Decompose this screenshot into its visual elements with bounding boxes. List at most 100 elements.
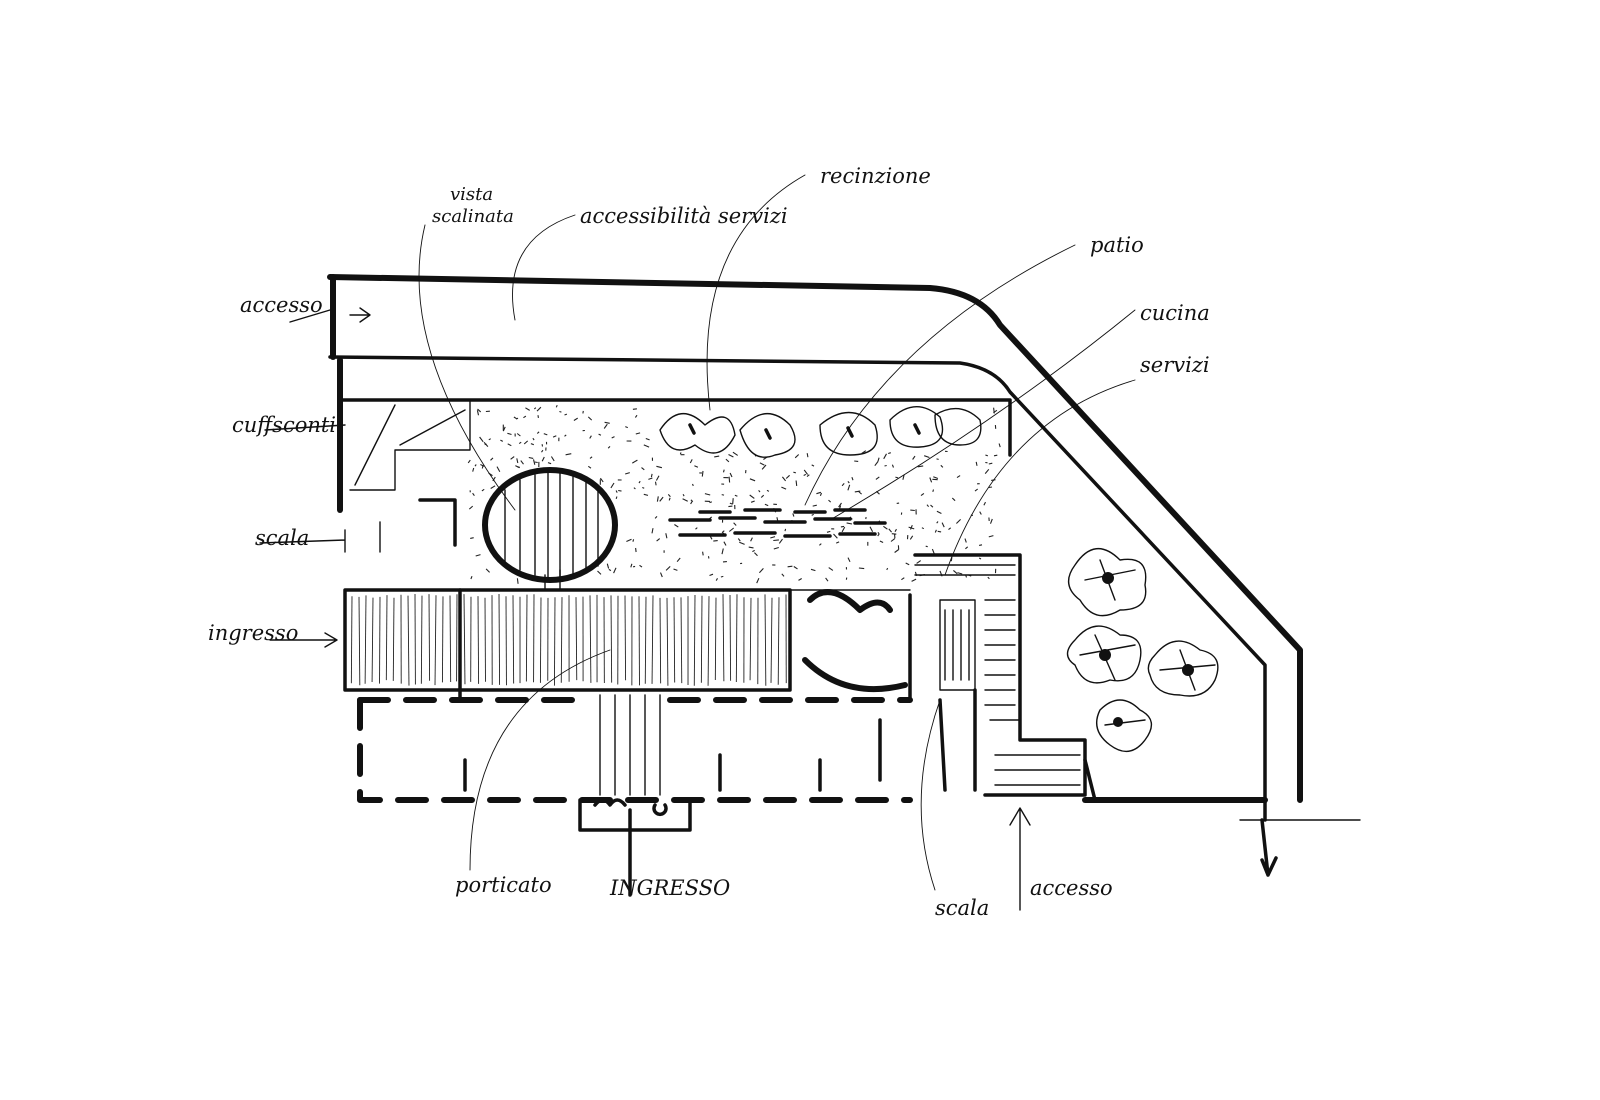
gravel-dash: [573, 417, 578, 421]
gravel-dash: [598, 433, 602, 436]
gravel-dash: [690, 501, 693, 505]
gravel-dash: [993, 454, 998, 457]
gravel-dash: [701, 470, 704, 477]
gravel-dash: [733, 522, 737, 526]
gravel-dash: [523, 440, 529, 445]
gravel-dash: [516, 458, 519, 464]
dashed-building-outline: [357, 697, 913, 803]
gravel-dash: [490, 485, 496, 489]
porticato-hatch-line: [407, 595, 410, 686]
right-wing: [802, 553, 1268, 803]
gravel-dash: [632, 459, 638, 464]
gravel-dash: [541, 449, 544, 453]
gravel-dash: [895, 476, 899, 479]
gravel-dash: [811, 464, 815, 467]
gravel-dash: [750, 500, 755, 503]
gravel-dash: [643, 493, 649, 496]
gravel-dash: [985, 454, 988, 457]
gravel-dash: [884, 464, 887, 467]
gravel-dash: [606, 563, 610, 569]
label-cuffsconti: cuffsconti: [232, 413, 336, 437]
gravel-dash: [987, 576, 990, 580]
gravel-dash: [643, 444, 650, 448]
gravel-dash: [518, 441, 522, 445]
gravel-dash: [764, 503, 769, 507]
gravel-dash: [989, 518, 993, 524]
gravel-dash: [957, 572, 963, 575]
gravel-dash: [667, 494, 671, 498]
porticato-hatch-line: [680, 597, 683, 684]
gravel-dash: [787, 565, 793, 568]
gravel-dash: [587, 465, 592, 469]
porticato-hatch-line: [385, 595, 388, 681]
gravel-dash: [536, 406, 542, 412]
gravel-dash: [589, 435, 592, 439]
porticato-hatch-line: [498, 593, 501, 685]
gravel-dash: [655, 475, 660, 481]
gravel-dash: [925, 545, 928, 548]
gravel-dash: [854, 490, 861, 493]
gravel-dash: [475, 554, 481, 557]
gravel-dash: [752, 549, 755, 553]
gravel-dash: [794, 454, 800, 459]
label-scala-left: scala: [255, 526, 309, 550]
gravel-dash: [835, 541, 840, 544]
gravel-dash: [988, 462, 993, 465]
porticato-hatch-line: [693, 594, 696, 686]
gravel-dash: [758, 490, 761, 493]
gravel-dash: [988, 535, 994, 538]
gravel-dash: [781, 476, 787, 482]
gravel-dash: [536, 431, 540, 434]
gravel-dash: [936, 510, 942, 514]
gravel-dash: [793, 566, 798, 570]
gravel-dash: [673, 568, 678, 571]
gravel-dash: [635, 432, 641, 435]
gravel-dash: [533, 407, 537, 410]
gravel-dash: [728, 527, 735, 532]
gravel-dash: [875, 476, 880, 480]
gravel-dash: [847, 484, 851, 491]
gravel-dash: [739, 541, 745, 545]
leader-porticato: [469, 649, 611, 871]
gravel-dash: [659, 496, 664, 502]
gravel-dash: [635, 547, 637, 553]
gravel-dash: [841, 526, 846, 533]
porticato-hatch-line: [749, 597, 752, 681]
gravel-dash: [756, 577, 760, 584]
gravel-dash: [894, 528, 897, 532]
label-recinzione: recinzione: [820, 164, 931, 188]
gravel-dash: [490, 457, 494, 461]
gravel-dash: [516, 578, 519, 584]
gravel-dash: [485, 568, 490, 573]
gravel-dash: [515, 465, 520, 469]
gravel-dash: [810, 568, 816, 572]
gravel-dash: [552, 435, 557, 438]
gravel-dash: [920, 492, 925, 497]
label-scala-bottom: scala: [935, 896, 989, 920]
gravel-dash: [725, 458, 730, 463]
right-wing-wall: [913, 553, 1087, 797]
gravel-dash: [974, 488, 979, 492]
stair-treads: [944, 609, 970, 681]
gravel-dash: [869, 526, 874, 532]
gravel-dash: [937, 530, 942, 533]
porticato-hatch-line: [673, 597, 676, 683]
gravel-dash: [975, 461, 978, 466]
gravel-dash: [953, 569, 958, 575]
porticato-hatch-line: [735, 594, 738, 683]
porticato-hatch: [350, 593, 787, 686]
gravel-dash: [691, 483, 694, 487]
porticato-hatch-line: [777, 597, 780, 685]
gravel-dash: [891, 533, 897, 535]
porticato-hatch-line: [449, 595, 452, 683]
gravel-dash: [550, 456, 555, 462]
right-wing-hatch: [914, 564, 1081, 786]
gravel-dash: [520, 460, 524, 465]
leader-cuffsconti: [264, 424, 346, 431]
curved-room-bottom: [802, 657, 908, 693]
gravel-dash: [638, 480, 641, 484]
gravel-dash: [729, 472, 733, 478]
gravel-dash: [541, 456, 545, 462]
gravel-dash: [467, 459, 471, 464]
gravel-dash: [750, 537, 753, 542]
